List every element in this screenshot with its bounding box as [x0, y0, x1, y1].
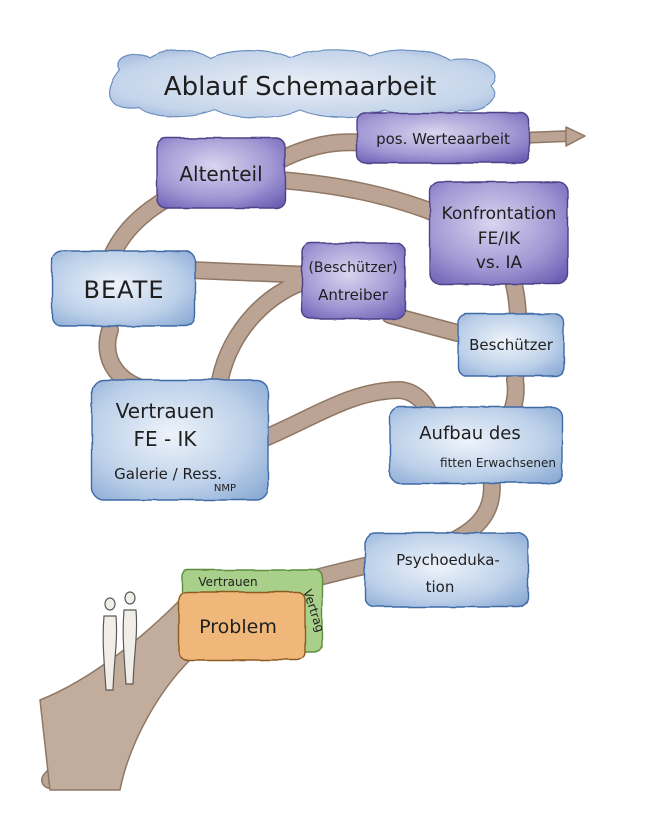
node-beschuetzer-antreiber: (Beschützer) Antreiber	[301, 242, 406, 320]
node-vertrauen-fe-ik-line3: Galerie / Ress.	[114, 465, 222, 483]
node-psychoedukation: Psychoeduka- tion	[364, 532, 529, 608]
node-beschuetzer-label: Beschützer	[469, 336, 554, 354]
node-beate-label: BEATE	[83, 276, 164, 304]
title-cloud	[109, 49, 496, 119]
node-altenteil: Altenteil	[156, 137, 286, 209]
node-vertrauen-fe-ik-line1: Vertrauen	[116, 399, 215, 423]
node-beate: BEATE	[51, 250, 196, 327]
node-problem: Problem	[178, 591, 306, 661]
node-psychoedukation-line2: tion	[426, 578, 455, 596]
node-konfrontation: Konfrontation FE/IK vs. IA	[429, 181, 569, 285]
node-psychoedukation-line1: Psychoeduka-	[396, 551, 500, 569]
person-figures-icon	[102, 591, 138, 691]
arrow-head	[565, 126, 586, 147]
node-beschuetzer: Beschützer	[457, 313, 565, 377]
node-konfrontation-line2: FE/IK	[478, 229, 521, 249]
node-altenteil-label: Altenteil	[179, 162, 262, 186]
page-title: Ablauf Schemaarbeit	[164, 72, 436, 102]
node-aufbau-line2: fitten Erwachsenen	[440, 456, 556, 470]
node-konfrontation-line3: vs. IA	[476, 253, 523, 273]
node-aufbau: Aufbau des fitten Erwachsenen	[389, 406, 563, 484]
node-vertrauen-fe-ik-line2: FE - IK	[133, 427, 197, 451]
node-pos-werteaarbeit: pos. Werteaarbeit	[356, 112, 530, 164]
node-vertrauen-card-label: Vertrauen	[198, 575, 257, 589]
node-pos-werteaarbeit-label: pos. Werteaarbeit	[376, 130, 510, 148]
node-vertrauen-fe-ik: Vertrauen FE - IK Galerie / Ress. NMP	[91, 379, 269, 501]
node-konfrontation-line1: Konfrontation	[442, 204, 557, 224]
node-beschuetzer-antreiber-line2: Antreiber	[318, 286, 389, 304]
node-problem-label: Problem	[199, 616, 277, 638]
node-beschuetzer-antreiber-line1: (Beschützer)	[308, 260, 397, 276]
node-vertrauen-fe-ik-line4: NMP	[214, 483, 236, 494]
node-aufbau-line1: Aufbau des	[419, 423, 521, 444]
